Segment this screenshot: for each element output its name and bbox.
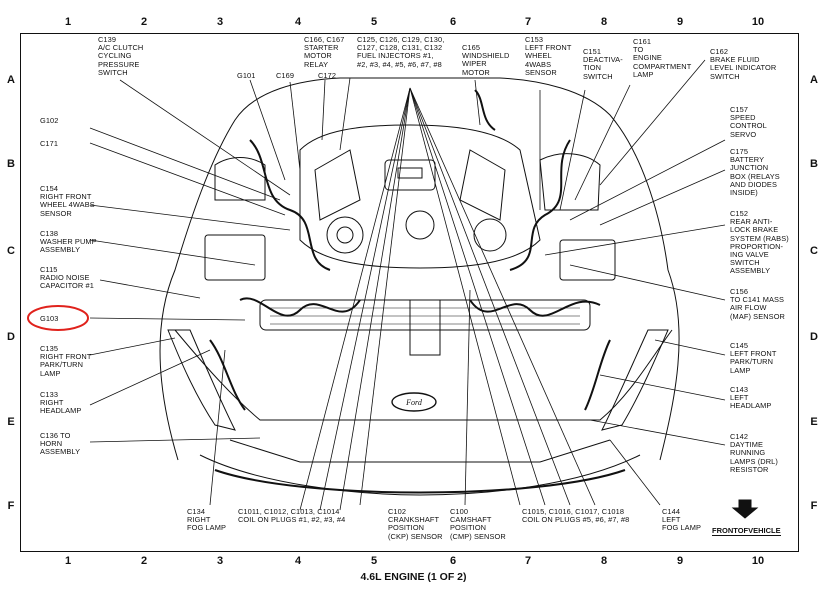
label-g103: G103 — [40, 314, 59, 323]
label-c161: C161 TO ENGINE COMPARTMENT LAMP — [633, 37, 692, 79]
grid-row-b: B — [7, 158, 15, 170]
grid-col-2-bottom: 2 — [140, 555, 148, 567]
front-of-vehicle-label: FRONTOFVEHICLE — [712, 526, 781, 536]
grid-col-6-bottom: 6 — [449, 555, 457, 567]
label-c143: C143 LEFT HEADLAMP — [730, 385, 772, 411]
grid-col-9-bottom: 9 — [676, 555, 684, 567]
grid-col-5: 5 — [370, 16, 378, 28]
grid-col-1-bottom: 1 — [64, 555, 72, 567]
label-c100: C100 CAMSHAFT POSITION (CMP) SENSOR — [450, 507, 506, 541]
grid-col-10: 10 — [751, 16, 765, 28]
label-c145: C145 LEFT FRONT PARK/TURN LAMP — [730, 341, 777, 375]
grid-col-9: 9 — [676, 16, 684, 28]
svg-text:Ford: Ford — [405, 398, 423, 407]
grid-col-7: 7 — [524, 16, 532, 28]
label-c172: C172 — [318, 71, 337, 80]
diagram-frame — [20, 33, 799, 552]
label-g102: G102 — [40, 116, 59, 125]
grid-col-6: 6 — [449, 16, 457, 28]
label-c151: C151 DEACTIVA- TION SWITCH — [583, 47, 623, 81]
label-c1015: C1015, C1016, C1017, C1018 COIL ON PLUGS… — [522, 507, 630, 525]
label-c133: C133 RIGHT HEADLAMP — [40, 390, 82, 416]
label-c166: C166, C167 STARTER MOTOR RELAY — [304, 35, 345, 69]
label-c171: C171 — [40, 139, 59, 148]
grid-col-7-bottom: 7 — [524, 555, 532, 567]
label-g101: G101 — [237, 71, 256, 80]
grid-col-3-bottom: 3 — [216, 555, 224, 567]
label-c138: C138 WASHER PUMP ASSEMBLY — [40, 229, 97, 255]
grid-col-4-bottom: 4 — [294, 555, 302, 567]
label-c1011: C1011, C1012, C1013, C1014 COIL ON PLUGS… — [238, 507, 346, 525]
label-c139: C139 A/C CLUTCH CYCLING PRESSURE SWITCH — [98, 35, 144, 77]
diagram-title: 4.6L ENGINE (1 OF 2) — [360, 571, 467, 583]
g103-highlight-circle — [27, 305, 89, 331]
grid-col-4: 4 — [294, 16, 302, 28]
label-c134: C134 RIGHT FOG LAMP — [187, 507, 226, 533]
grid-col-3: 3 — [216, 16, 224, 28]
label-c142: C142 DAYTIME RUNNING LAMPS (DRL) RESISTO… — [730, 432, 778, 474]
label-c102: C102 CRANKSHAFT POSITION (CKP) SENSOR — [388, 507, 443, 541]
grid-row-d: D — [7, 331, 15, 343]
grid-row-c-right: C — [810, 245, 818, 257]
grid-row-d-right: D — [810, 331, 818, 343]
grid-row-e: E — [7, 416, 15, 428]
grid-row-a: A — [7, 74, 15, 86]
label-c153: C153 LEFT FRONT WHEEL 4WABS SENSOR — [525, 35, 572, 77]
label-c165: C165 WINDSHIELD WIPER MOTOR — [462, 43, 510, 77]
grid-col-1: 1 — [64, 16, 72, 28]
grid-row-f: F — [7, 500, 15, 512]
label-c152: C152 REAR ANTI- LOCK BRAKE SYSTEM (RABS)… — [730, 209, 789, 276]
label-c144: C144 LEFT FOG LAMP — [662, 507, 701, 533]
label-c125: C125, C126, C129, C130, C127, C128, C131… — [357, 35, 445, 69]
grid-col-2: 2 — [140, 16, 148, 28]
grid-row-e-right: E — [810, 416, 818, 428]
label-c162: C162 BRAKE FLUID LEVEL INDICATOR SWITCH — [710, 47, 777, 81]
grid-row-f-right: F — [810, 500, 818, 512]
grid-col-8: 8 — [600, 16, 608, 28]
label-c154: C154 RIGHT FRONT WHEEL 4WABS SENSOR — [40, 184, 95, 218]
grid-row-c: C — [7, 245, 15, 257]
grid-col-8-bottom: 8 — [600, 555, 608, 567]
grid-row-b-right: B — [810, 158, 818, 170]
label-c157: C157 SPEED CONTROL SERVO — [730, 105, 767, 139]
grid-row-a-right: A — [810, 74, 818, 86]
label-c175: C175 BATTERY JUNCTION BOX (RELAYS AND DI… — [730, 147, 780, 198]
label-c156: C156 TO C141 MASS AIR FLOW (MAF) SENSOR — [730, 287, 785, 321]
label-c169: C169 — [276, 71, 295, 80]
grid-col-10-bottom: 10 — [751, 555, 765, 567]
label-c136: C136 TO HORN ASSEMBLY — [40, 431, 81, 457]
label-c135: C135 RIGHT FRONT PARK/TURN LAMP — [40, 344, 92, 378]
grid-col-5-bottom: 5 — [370, 555, 378, 567]
label-c115: C115 RADIO NOISE CAPACITOR #1 — [40, 265, 94, 291]
